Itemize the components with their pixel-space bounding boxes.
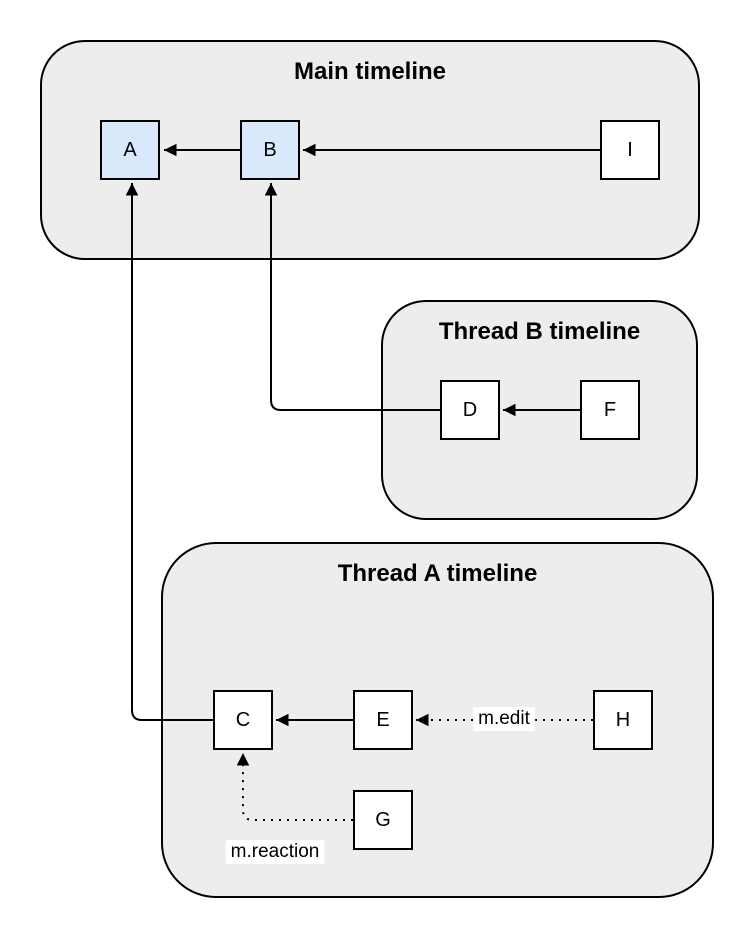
node-f: F	[580, 380, 640, 440]
node-i-label: I	[627, 138, 633, 161]
node-e-label: E	[376, 708, 390, 731]
group-main-timeline-title: Main timeline	[293, 58, 447, 85]
node-d: D	[440, 380, 500, 440]
node-c-label: C	[235, 708, 251, 731]
edge-label-m-reaction: m.reaction	[225, 840, 325, 864]
node-i: I	[600, 120, 660, 180]
node-h-label: H	[615, 708, 631, 731]
node-b: B	[240, 120, 300, 180]
node-e: E	[353, 690, 413, 750]
node-b-label: B	[263, 138, 277, 161]
group-thread-b-timeline-title: Thread B timeline	[438, 318, 641, 345]
node-d-label: D	[462, 398, 478, 421]
node-c: C	[213, 690, 273, 750]
node-h: H	[593, 690, 653, 750]
node-f-label: F	[603, 398, 617, 421]
edge-label-m-edit: m.edit	[473, 707, 535, 731]
node-a-label: A	[123, 138, 137, 161]
group-thread-b-timeline: Thread B timeline	[381, 300, 698, 520]
node-g: G	[353, 790, 413, 850]
group-thread-a-timeline-title: Thread A timeline	[337, 560, 538, 587]
node-a: A	[100, 120, 160, 180]
node-g-label: G	[375, 808, 391, 831]
